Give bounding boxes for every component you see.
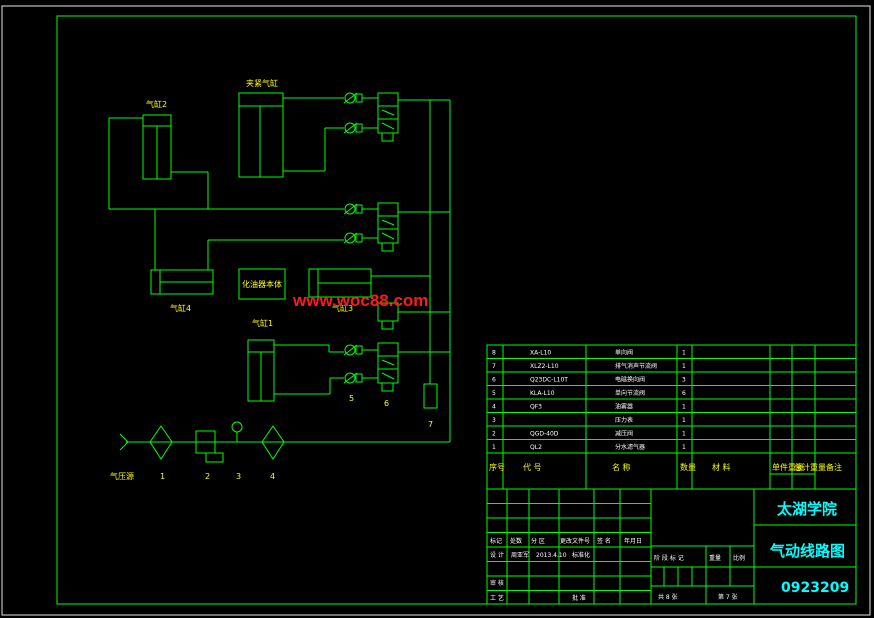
bom-qty: 1 xyxy=(682,431,686,438)
parts-list: 8 XA-L10 单向阀 1 7 XLZ2-L10 排气消声节流阀 1 6 Q23DC-L10T 电… xyxy=(486,344,857,490)
bom-name: 单向阀 xyxy=(615,349,633,357)
bom-name: 排气消声节流阀 xyxy=(615,362,657,370)
label-item-6: 6 xyxy=(384,399,389,408)
label-item-4: 4 xyxy=(270,472,275,481)
bom-header-no: 序号 xyxy=(489,462,505,472)
bom-header-unit-weight: 单件重量 xyxy=(772,462,804,472)
bom-code: QF3 xyxy=(530,404,542,411)
bom-header-name: 名 称 xyxy=(612,462,631,472)
bom-qty: 1 xyxy=(682,417,686,424)
bom-no: 2 xyxy=(492,431,496,438)
carburetor-body xyxy=(238,268,286,300)
bom-no: 3 xyxy=(492,417,496,424)
bom-no: 5 xyxy=(492,390,496,397)
bom-no: 8 xyxy=(492,350,496,357)
rev-header-mark: 标记 xyxy=(490,537,502,545)
label-item-7: 7 xyxy=(428,420,433,429)
bom-header-total-weight: 总计重量 xyxy=(794,462,826,472)
cylinder-4 xyxy=(109,208,344,295)
bom-header-code: 代 号 xyxy=(523,462,542,472)
design-date: 2013.4.10 xyxy=(536,552,567,559)
bom-no: 6 xyxy=(492,377,496,384)
drawing-title: 气动线路图 xyxy=(769,542,845,560)
exhaust-silencer xyxy=(423,370,438,409)
drawing-frame xyxy=(56,15,857,605)
watermark: www.woc88.com xyxy=(292,291,428,310)
label-cylinder-3: 气缸3 xyxy=(332,303,353,313)
label-cylinder-2: 气缸2 xyxy=(146,99,167,109)
rev-header-signature: 签 名 xyxy=(597,537,611,545)
standardization-label: 标准化 xyxy=(572,551,590,559)
label-cylinder-4: 气缸4 xyxy=(170,303,191,313)
designer-name: 周亚军 xyxy=(511,552,529,559)
sheet-number: 第 7 张 xyxy=(718,593,738,601)
label-air-source: 气压源 xyxy=(110,471,134,481)
cylinder-3 xyxy=(308,268,430,298)
pneumatic-circuit: 气缸2 夹紧气缸 气缸4 化油器本体 xyxy=(108,78,451,481)
bom-code: XLZ2-L10 xyxy=(530,363,559,370)
label-cylinder-1: 气缸1 xyxy=(252,318,273,328)
review-label: 审 核 xyxy=(490,579,504,587)
bom-code: QGD-40D xyxy=(530,431,559,438)
bom-name: 单向节流阀 xyxy=(615,389,645,397)
rev-header-docno: 更改文件号 xyxy=(560,537,590,545)
bom-name: 减压阀 xyxy=(615,430,633,438)
air-source-unit xyxy=(119,421,285,463)
bom-name: 电磁换向阀 xyxy=(615,376,645,384)
supply-lines xyxy=(126,99,451,443)
clamp-cylinder xyxy=(238,92,344,178)
label-item-2: 2 xyxy=(205,472,210,481)
solenoid-valves xyxy=(377,92,430,392)
school-name: 太湖学院 xyxy=(777,500,837,518)
bom-header-material: 材 料 xyxy=(712,462,731,472)
rev-header-count: 处数 xyxy=(510,537,522,545)
bom-qty: 1 xyxy=(682,404,686,411)
cylinder-2 xyxy=(108,114,209,209)
approve-label: 批 准 xyxy=(572,594,586,602)
bom-qty: 1 xyxy=(682,363,686,370)
rev-header-date: 年月日 xyxy=(624,537,642,545)
cylinder-1 xyxy=(247,339,344,402)
bom-qty: 1 xyxy=(682,350,686,357)
rev-header-zone: 分 区 xyxy=(531,537,545,545)
label-item-1: 1 xyxy=(160,472,165,481)
bom-code: XA-L10 xyxy=(530,350,551,357)
bom-header-qty: 数量 xyxy=(680,462,696,472)
label-item-5: 5 xyxy=(349,394,354,403)
bom-code: Q23DC-L10T xyxy=(530,377,568,384)
bom-name: 油雾器 xyxy=(615,403,633,411)
title-block: 太湖学院 气动线路图 0923209 阶 段 标 记 重量 比例 共 8 张 第… xyxy=(486,488,857,605)
design-label: 设 计 xyxy=(490,551,504,559)
bom-no: 7 xyxy=(492,363,496,370)
bom-qty: 6 xyxy=(682,390,686,397)
bom-code: KLA-L10 xyxy=(530,390,555,397)
label-item-3: 3 xyxy=(236,472,241,481)
drawing-number: 0923209 xyxy=(781,580,849,596)
bom-header-remark: 备注 xyxy=(826,462,842,472)
bom-no: 1 xyxy=(492,444,496,451)
bom-qty: 1 xyxy=(682,444,686,451)
outer-border xyxy=(1,5,871,616)
bom-name: 压力表 xyxy=(615,416,633,424)
bom-qty: 3 xyxy=(682,377,686,384)
throttle-check-valves xyxy=(343,92,378,384)
label-carburetor-body: 化油器本体 xyxy=(242,279,282,289)
bom-no: 4 xyxy=(492,404,496,411)
weight-header: 重量 xyxy=(709,554,721,562)
total-sheets: 共 8 张 xyxy=(658,593,678,601)
scale-header: 比例 xyxy=(733,554,745,562)
process-label: 工 艺 xyxy=(490,594,504,602)
label-clamp-cylinder: 夹紧气缸 xyxy=(246,78,278,88)
bom-name: 分水滤气器 xyxy=(615,443,645,451)
stage-mark-header: 阶 段 标 记 xyxy=(654,554,684,562)
bom-code: QL2 xyxy=(530,444,542,451)
